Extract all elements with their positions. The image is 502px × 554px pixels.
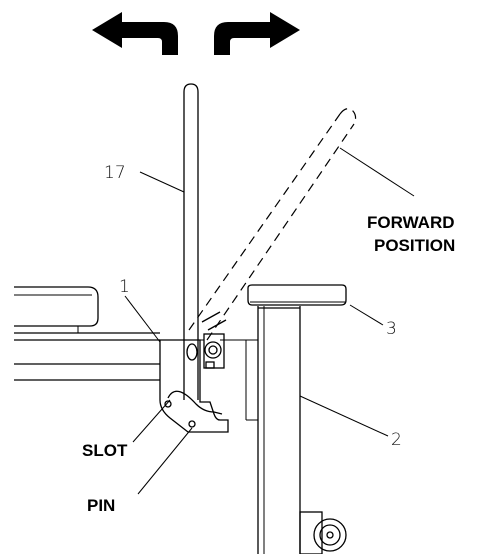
leader-lines <box>124 147 415 495</box>
callout-pin: PIN <box>87 496 115 515</box>
callout-forward-line2: POSITION <box>374 236 455 255</box>
left-seat-cushion <box>14 286 99 333</box>
lever-forward-position-outline <box>188 108 357 341</box>
bracket-part-1 <box>159 339 229 433</box>
pivot-bolt-assembly <box>200 311 227 369</box>
caster-wheel <box>299 511 347 554</box>
callout-1: 1 <box>119 277 130 297</box>
callout-slot: SLOT <box>82 441 128 460</box>
curved-arrow-right-icon <box>214 12 300 55</box>
callout-forward-line1: FORWARD <box>367 213 455 232</box>
curved-arrow-left-icon <box>92 12 178 55</box>
frame-rails <box>14 332 258 381</box>
callout-3: 3 <box>386 319 397 339</box>
lever-part-17 <box>183 83 199 400</box>
callout-17: 17 <box>104 163 126 183</box>
post-column-part-2 <box>245 306 301 554</box>
seat-pad-part-3 <box>247 284 347 306</box>
callout-2: 2 <box>391 430 402 450</box>
